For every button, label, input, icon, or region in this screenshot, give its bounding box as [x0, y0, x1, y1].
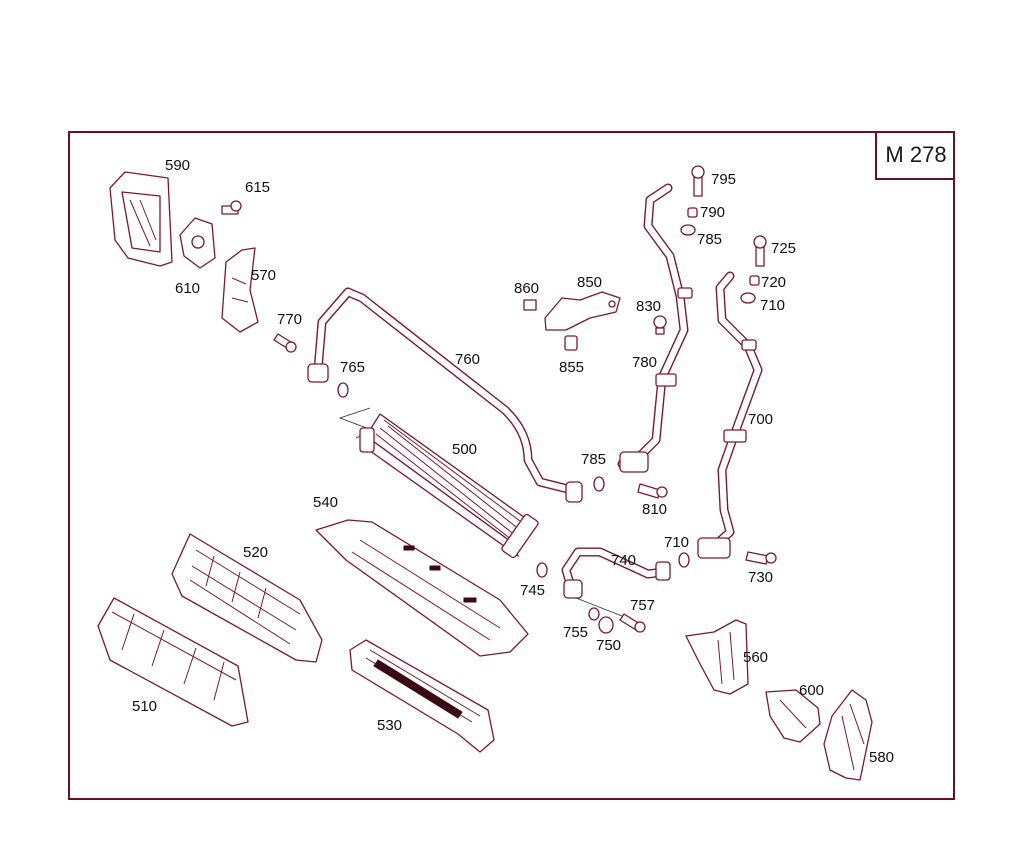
part-790-nut [687, 207, 698, 218]
part-720-nut [749, 275, 760, 286]
part-700-hose [697, 271, 763, 559]
part-850-bracket [544, 291, 621, 331]
leader-757 [575, 597, 623, 617]
label-710-lower: 710 [664, 534, 690, 551]
label-510: 510 [132, 698, 158, 715]
label-765: 765 [340, 359, 366, 376]
label-785-lower: 785 [581, 451, 607, 468]
part-570-bracket [221, 247, 259, 333]
part-580-duct [823, 689, 873, 781]
label-850: 850 [577, 274, 603, 291]
part-600-duct [765, 689, 821, 743]
part-530-lower-duct [349, 639, 495, 753]
part-785-ring-upper [680, 224, 696, 236]
label-770: 770 [277, 311, 303, 328]
part-745-o-ring [536, 562, 548, 578]
part-770-bolt [273, 333, 297, 353]
label-520: 520 [243, 544, 269, 561]
part-785-ring-lower [593, 476, 605, 492]
part-795-bolt [691, 165, 705, 197]
label-810: 810 [642, 501, 668, 518]
part-710-ring-upper [740, 292, 756, 304]
label-760: 760 [455, 351, 481, 368]
label-830: 830 [636, 298, 662, 315]
part-730-bolt [745, 551, 777, 565]
label-855: 855 [559, 359, 585, 376]
label-580: 580 [869, 749, 895, 766]
part-780-hose [617, 183, 693, 473]
part-540-air-guide [315, 519, 529, 657]
label-600: 600 [799, 682, 825, 699]
part-590-air-duct [109, 171, 173, 267]
diagram-frame [68, 131, 955, 800]
part-510-grille [97, 597, 249, 727]
label-540: 540 [313, 494, 339, 511]
part-740-hose [561, 547, 671, 599]
label-615: 615 [245, 179, 271, 196]
label-560: 560 [743, 649, 769, 666]
part-855-nut [564, 335, 578, 351]
part-750-sleeve [598, 616, 614, 634]
part-810-bolt [637, 483, 668, 499]
label-500: 500 [452, 441, 478, 458]
part-615-bolt [221, 200, 242, 215]
model-label-box: M 278 [875, 131, 955, 180]
label-780: 780 [632, 354, 658, 371]
label-710-upper: 710 [760, 297, 786, 314]
part-710-ring-lower [678, 552, 690, 568]
label-610: 610 [175, 280, 201, 297]
part-755-ring [588, 607, 600, 621]
part-500-charge-air-cooler [359, 413, 539, 559]
part-610-bracket [179, 217, 216, 269]
label-745: 745 [520, 582, 546, 599]
part-760-hose [307, 287, 583, 503]
part-830-bolt [653, 315, 667, 335]
label-530: 530 [377, 717, 403, 734]
label-757: 757 [630, 597, 656, 614]
label-790: 790 [700, 204, 726, 221]
label-570: 570 [251, 267, 277, 284]
part-860-bolt [523, 299, 537, 311]
label-750: 750 [596, 637, 622, 654]
label-725: 725 [771, 240, 797, 257]
model-label: M 278 [885, 141, 947, 167]
label-755: 755 [563, 624, 589, 641]
label-860: 860 [514, 280, 540, 297]
part-725-bolt [753, 235, 767, 267]
part-757-bolt [619, 613, 646, 633]
label-740: 740 [611, 552, 637, 569]
label-730: 730 [748, 569, 774, 586]
label-795: 795 [711, 171, 737, 188]
part-560-duct [685, 619, 749, 695]
label-785-upper: 785 [697, 231, 723, 248]
label-720: 720 [761, 274, 787, 291]
part-765-o-ring [337, 382, 349, 398]
label-700: 700 [748, 411, 774, 428]
part-520-grille-frame [171, 533, 323, 663]
label-590: 590 [165, 157, 191, 174]
